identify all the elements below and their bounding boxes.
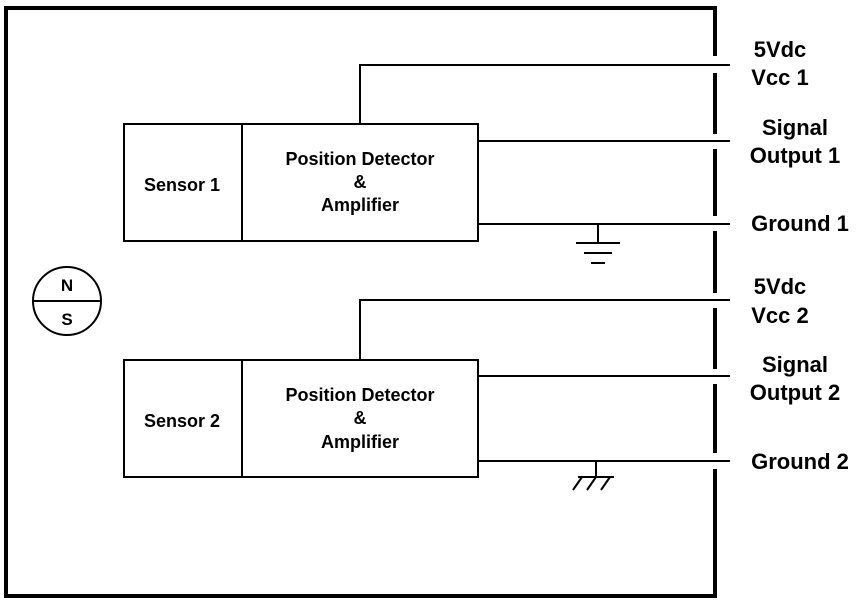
position-detector-amplifier-1-box bbox=[241, 123, 479, 242]
vcc-2-label-line-2: Vcc 2 bbox=[751, 303, 809, 328]
vcc-1-label-line-2: Vcc 1 bbox=[751, 65, 809, 90]
detector-1-line-1: Position Detector bbox=[285, 149, 434, 169]
sensor-2-box bbox=[123, 359, 243, 478]
magnet-icon: N S bbox=[32, 266, 102, 336]
detector-2-line-1: Position Detector bbox=[285, 385, 434, 405]
detector-2-line-2: & bbox=[354, 408, 367, 428]
vcc-2-label-line-1: 5Vdc bbox=[754, 274, 807, 299]
vcc-1-label-line-1: 5Vdc bbox=[754, 37, 807, 62]
sensor-2-label: Sensor 2 bbox=[144, 411, 220, 431]
signal-output-1-label-line-2: Output 1 bbox=[750, 143, 840, 168]
channel-1: Sensor 1 Position Detector & Amplifier 5… bbox=[123, 37, 849, 264]
sensor-1-box bbox=[123, 123, 243, 242]
magnet-south-label: S bbox=[61, 310, 72, 329]
ground-1-label: Ground 1 bbox=[751, 211, 849, 236]
magnet-north-label: N bbox=[61, 276, 73, 295]
housing-outline bbox=[4, 6, 717, 598]
detector-1-line-2: & bbox=[354, 172, 367, 192]
signal-output-1-label-line-1: Signal bbox=[762, 115, 828, 140]
ground-2-label: Ground 2 bbox=[751, 449, 849, 474]
channel-2: Sensor 2 Position Detector & Amplifier 5… bbox=[123, 274, 849, 491]
position-detector-amplifier-2-box bbox=[241, 359, 479, 478]
chassis-ground-icon bbox=[572, 461, 614, 491]
earth-ground-icon bbox=[576, 224, 620, 264]
detector-1-line-3: Amplifier bbox=[321, 195, 399, 215]
detector-2-line-3: Amplifier bbox=[321, 432, 399, 452]
vcc-2-wire bbox=[359, 299, 730, 360]
vcc-1-wire bbox=[359, 64, 730, 124]
signal-output-2-label-line-1: Signal bbox=[762, 352, 828, 377]
signal-output-2-label-line-2: Output 2 bbox=[750, 380, 840, 405]
sensor-1-label: Sensor 1 bbox=[144, 175, 220, 195]
